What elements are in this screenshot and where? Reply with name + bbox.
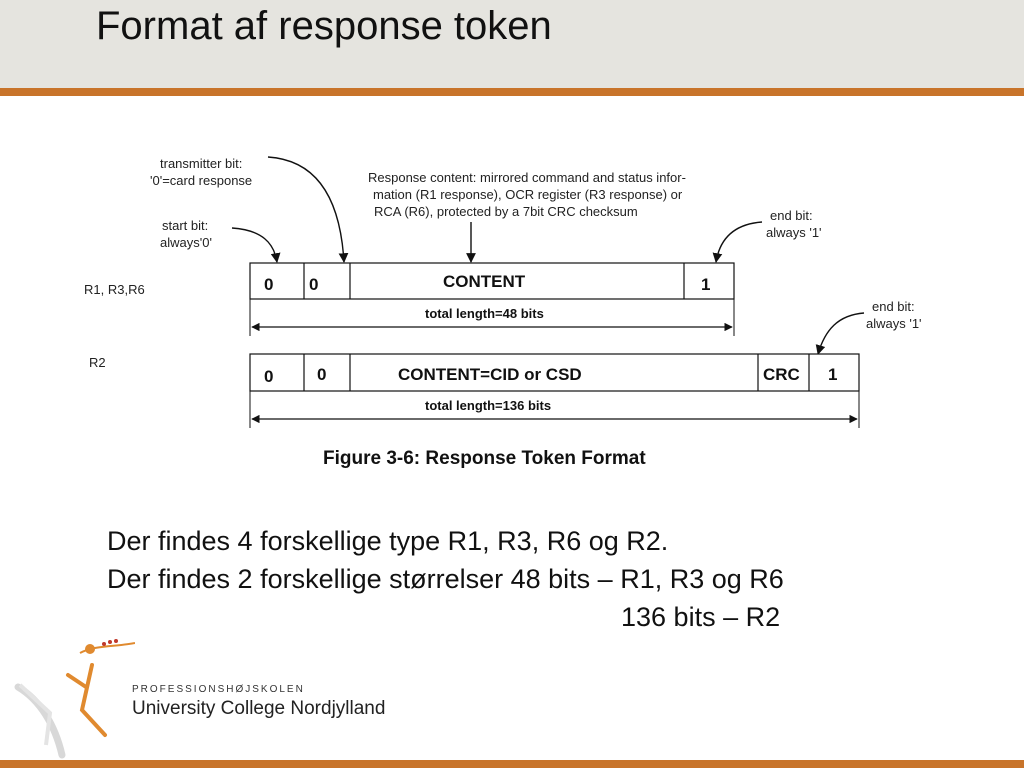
response-content-line1: Response content: mirrored command and s… — [368, 170, 686, 185]
transmitter-bit-annotation: transmitter bit: '0'=card response — [150, 155, 252, 188]
token-136-content: CONTENT=CID or CSD — [398, 365, 582, 384]
token-136-total-length: total length=136 bits — [425, 398, 551, 413]
response-token-diagram: transmitter bit: '0'=card response start… — [84, 155, 922, 469]
end-bit-r2-arrow — [815, 312, 865, 355]
token-row-136: 0 0 CONTENT=CID or CSD CRC 1 total lengt… — [249, 353, 860, 428]
token-48-total-length: total length=48 bits — [425, 306, 544, 321]
response-content-line3: RCA (R6), protected by a 7bit CRC checks… — [374, 204, 638, 219]
token-row-48: 0 0 CONTENT 1 total length=48 bits — [249, 262, 735, 336]
logo-college-name: University College Nordjylland — [132, 698, 386, 719]
transmitter-bit-arrow — [267, 156, 349, 263]
row-label-r1-r3-r6: R1, R3,R6 — [84, 282, 145, 297]
logo-school-label: PROFESSIONSHØJSKOLEN — [132, 684, 305, 695]
header-accent-rule — [0, 88, 1024, 96]
transmitter-bit-line1: transmitter bit: — [160, 156, 242, 171]
body-line: Der findes 4 forskellige type R1, R3, R6… — [107, 526, 669, 556]
end-bit-r2-line2: always '1' — [866, 316, 922, 331]
token-48-content: CONTENT — [443, 272, 526, 291]
transmitter-bit-line2: '0'=card response — [150, 173, 252, 188]
token-48-frame — [249, 262, 735, 300]
start-bit-arrow — [231, 227, 281, 263]
end-bit-r1-line2: always '1' — [766, 225, 822, 240]
start-bit-annotation: start bit: always'0' — [160, 217, 213, 250]
token-48-end-bit: 1 — [701, 275, 710, 294]
body-line: 136 bits – R2 — [621, 602, 781, 632]
figure-caption: Figure 3-6: Response Token Format — [323, 448, 646, 469]
token-48-transmitter-bit: 0 — [309, 275, 318, 294]
token-136-transmitter-bit: 0 — [317, 365, 326, 384]
end-bit-r2-annotation: end bit: always '1' — [866, 298, 922, 331]
college-logo-text: PROFESSIONSHØJSKOLEN University College … — [132, 684, 385, 720]
end-bit-r2-line1: end bit: — [872, 299, 915, 314]
token-136-crc: CRC — [763, 365, 800, 384]
row-label-r2: R2 — [89, 355, 106, 370]
start-bit-line1: start bit: — [162, 218, 208, 233]
title-bar: Format af response token — [0, 0, 1024, 88]
college-logo-icon — [14, 639, 135, 759]
start-bit-line2: always'0' — [160, 235, 212, 250]
response-content-line2: mation (R1 response), OCR register (R3 r… — [373, 187, 683, 202]
token-136-end-bit: 1 — [828, 365, 837, 384]
token-48-start-bit: 0 — [264, 275, 273, 294]
slide-body: Der findes 4 forskellige type R1, R3, R6… — [107, 522, 784, 636]
footer-accent-rule — [0, 760, 1024, 768]
response-content-annotation: Response content: mirrored command and s… — [368, 169, 690, 219]
token-136-start-bit: 0 — [264, 367, 273, 386]
end-bit-r1-arrow — [712, 221, 763, 263]
end-bit-r1-line1: end bit: — [770, 208, 813, 223]
slide-title: Format af response token — [96, 4, 552, 48]
body-line: Der findes 2 forskellige størrelser 48 b… — [107, 564, 784, 594]
end-bit-r1-annotation: end bit: always '1' — [766, 207, 822, 240]
